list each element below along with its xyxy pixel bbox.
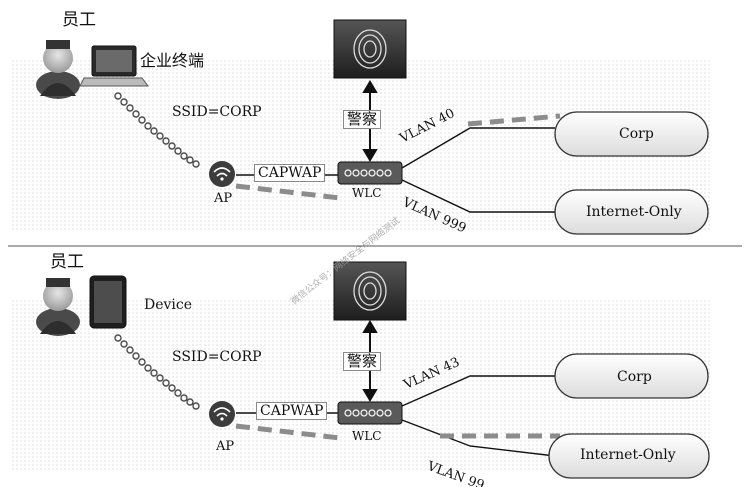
capwap-tunnel-top xyxy=(235,183,341,201)
wlc-corp-link-bottom xyxy=(401,375,555,407)
wifi-ap-icon xyxy=(209,401,235,427)
police-label-bottom: 警察 xyxy=(343,352,382,371)
cloud-corp-label-top: Corp xyxy=(619,126,654,142)
wireless-link-top xyxy=(114,92,200,168)
police-label-top: 警察 xyxy=(343,110,382,129)
cloud-icon xyxy=(548,433,710,479)
wlc-controller-icon xyxy=(337,161,403,185)
user-label-top: 员工 xyxy=(62,10,96,30)
wireless-link-bottom xyxy=(114,334,200,410)
cloud-icon xyxy=(554,353,709,399)
fingerprint-scanner-icon xyxy=(333,19,407,79)
capwap-tunnel-bottom xyxy=(235,423,341,441)
fingerprint-scanner-icon xyxy=(333,261,407,321)
tunnel-label-top: CAPWAP xyxy=(254,164,326,182)
wlc-internet-link-top xyxy=(401,179,555,213)
corp-path-top xyxy=(467,113,561,127)
ap-label-bottom: AP xyxy=(216,439,235,454)
user-avatar-icon xyxy=(36,278,80,336)
cloud-icon xyxy=(554,111,709,157)
device-label-top: 企业终端 xyxy=(140,51,205,70)
ap-label-top: AP xyxy=(214,191,233,206)
tunnel-label-bottom: CAPWAP xyxy=(256,402,328,420)
user-label-bottom: 员工 xyxy=(50,252,84,272)
device-label-bottom: Device xyxy=(144,297,193,313)
wlc-controller-icon xyxy=(337,401,403,425)
ssid-label-bottom: SSID=CORP xyxy=(172,349,262,365)
laptop-icon xyxy=(79,45,149,87)
double-arrow-icon xyxy=(362,80,378,162)
ssid-label-top: SSID=CORP xyxy=(172,104,262,120)
user-avatar-icon xyxy=(36,40,80,99)
cloud-internet-label-top: Internet-Only xyxy=(586,204,682,220)
wlc-label-top: WLC xyxy=(352,186,382,200)
tablet-icon xyxy=(89,275,127,329)
wlc-internet-link-bottom xyxy=(401,419,556,457)
cloud-corp-label-bottom: Corp xyxy=(617,369,652,385)
cloud-icon xyxy=(554,189,709,235)
cloud-internet-label-bottom: Internet-Only xyxy=(580,447,676,463)
wlc-corp-link-top xyxy=(401,127,555,169)
wlc-label-bottom: WLC xyxy=(352,429,382,443)
wifi-ap-icon xyxy=(209,161,235,187)
